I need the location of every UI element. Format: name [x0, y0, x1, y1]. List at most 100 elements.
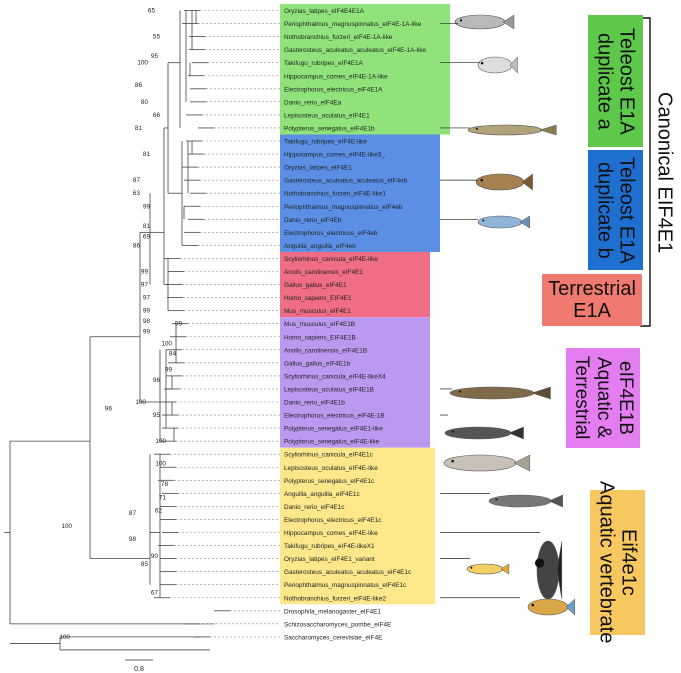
support-value: 71	[159, 494, 167, 501]
seahorse-icon	[535, 540, 563, 600]
support-value: 67	[151, 590, 159, 597]
support-value: 55	[153, 34, 161, 41]
support-value: 86	[135, 82, 143, 89]
taxon-label: Danio_rerio_eIF4Ea	[284, 99, 342, 106]
taxon-label: Schizosaccharomyces_pombe_eIF4E	[284, 621, 391, 628]
catshark-icon	[443, 454, 531, 472]
clade-box-b	[280, 134, 440, 252]
canonical-bracket	[640, 17, 651, 327]
label-eif4e1b: eIF4E1B Aquatic & Terrestrial	[566, 348, 640, 448]
support-value: 96	[105, 406, 113, 413]
taxon-label: Anolis_carolinensis_eIF4E1B	[284, 347, 367, 354]
taxon-label: Takifugu_rubripes_eIF4E1A	[284, 60, 364, 67]
taxon-label: Oryzias_latipes_eIF4E1_variant	[284, 556, 375, 563]
taxon-label: Hippocampus_comes_eIF4E-1A-like	[284, 73, 388, 80]
support-value: 87	[129, 510, 137, 517]
support-value: 95	[153, 412, 161, 419]
taxon-label: Gallus_gallus_eIF4E1b	[284, 360, 351, 367]
taxon-label: Danio_rerio_eIF4E1c	[284, 504, 345, 511]
taxon-label: Gasterosteus_aculeatus_aculeatus_eIF4eb	[284, 178, 408, 185]
support-value: 99	[175, 321, 183, 328]
taxon-label: Gallus_gallus_eIF4E1	[284, 282, 347, 289]
taxon-labels: Oryzias_latipes_eIF4E4E1A Periophthalmus_…	[284, 8, 427, 641]
taxon-label: Nothobranchius_furzeri_eIF4E-like2	[284, 595, 386, 602]
taxon-label: Periophthalmus_magnuspinnatus_eIF4E-1A-l…	[284, 21, 422, 28]
support-value: 100	[135, 399, 146, 406]
scale-bar-label: 0.8	[134, 666, 144, 673]
support-value: 99	[143, 329, 151, 336]
clade-box-1c	[280, 447, 435, 605]
taxon-label: Takifugu_rubripes_eIF4E-like	[284, 139, 367, 146]
support-value: 100	[59, 634, 70, 641]
support-value: 100	[161, 340, 172, 347]
taxon-label: Nothobranchius_furzeri_eIF4E-like1	[284, 191, 386, 198]
taxon-label: Mus_musculus_eIF4E1	[284, 308, 351, 315]
tree-branches	[4, 10, 230, 651]
leader-lines	[170, 10, 280, 638]
taxon-label: Electrophorus_electricus_eIF4E1c	[284, 517, 382, 524]
killifish-icon	[527, 598, 576, 616]
clade-box-t	[280, 251, 430, 318]
support-value: 99	[141, 269, 149, 276]
support-value: 78	[161, 481, 169, 488]
support-value: 65	[148, 8, 156, 15]
support-value: 63	[133, 190, 141, 197]
taxon-label: Polypterus_senegalus_eIF4E1c	[284, 478, 375, 485]
clade-highlight-boxes	[280, 4, 450, 605]
support-value: 99	[165, 366, 173, 373]
taxon-label: Takifugu_rubripes_eIF4E-likeX1	[284, 543, 375, 550]
support-value: 81	[143, 223, 151, 230]
taxon-label: Oryzias_latipes_eIF4E4E1A	[284, 8, 365, 15]
support-value: 90	[151, 553, 159, 560]
support-value: 87	[133, 177, 141, 184]
support-values: 6555951008680668181876399816986999797999…	[59, 8, 182, 641]
stickleback-icon	[475, 173, 533, 191]
taxon-label: Scyliorhinus_canicula_eIF4E1c	[284, 452, 374, 459]
taxon-label: Gasterosteus_aculeatus_aculeatus_eIF4E-1…	[284, 47, 427, 54]
taxon-label: Anguilla_anguilla_eIF4E1c	[284, 491, 360, 498]
clade-box-a	[280, 4, 450, 135]
taxon-label: Hippocampus_comes_eIF4E-like	[284, 530, 378, 537]
fish-illustrations	[440, 14, 576, 616]
label-eif4e1c: Eif4e1c Aquatic vertebrate	[590, 481, 645, 644]
support-value: 98	[129, 536, 137, 543]
pufferfish-icon	[477, 56, 518, 74]
label-terrestrial: Terrestrial E1A	[542, 274, 642, 326]
support-value: 86	[133, 242, 141, 249]
taxon-label: Lepisosteus_oculatus_eIF4E1B	[284, 386, 374, 393]
support-value: 100	[155, 438, 166, 445]
support-value: 97	[143, 295, 151, 302]
support-value: 69	[143, 233, 151, 240]
taxon-label: Nothobranchius_furzeri_eIF4E-1A-like	[284, 34, 393, 41]
medaka-icon	[466, 563, 510, 575]
label-canonical-eif4e1: Canonical EIF4E1	[653, 92, 676, 254]
taxon-label: Danio_rerio_eIF4E1b	[284, 400, 345, 407]
taxon-label: Saccharomyces_cerevisiae_eIF4E	[284, 634, 382, 641]
taxon-label: Danio_rerio_eIF4Eb	[284, 217, 342, 224]
taxon-label: Polypterus_senegalus_eIF4E1-like	[284, 426, 383, 433]
taxon-label: Homo_sapiens_EIF4E1	[284, 295, 352, 302]
taxon-label: Periophthalmus_magnuspinnatus_eIF4E1c	[284, 582, 407, 589]
mudskipper-icon	[454, 14, 515, 30]
support-value: 85	[141, 561, 149, 568]
label-teleost-b: Teleost E1A duplicate b	[588, 150, 643, 270]
taxon-label: Polypterus_senegalus_eIF4E1b	[284, 125, 375, 132]
support-value: 84	[169, 351, 177, 358]
taxon-label: Drosophila_melanogaster_eIF4E1	[284, 608, 381, 615]
taxon-label: Lepisosteus_oculatus_eIF4E1	[284, 112, 370, 119]
label-teleost-a: Teleost E1A duplicate a	[588, 15, 643, 147]
taxon-label: Electrophorus_electricus_eIF4eb	[284, 230, 378, 237]
taxon-label: Electrophorus_electricus_eIF4E-1B	[284, 413, 385, 420]
support-value: 97	[141, 282, 149, 289]
support-value: 99	[143, 203, 151, 210]
support-value: 96	[153, 377, 161, 384]
support-value: 100	[155, 460, 166, 467]
support-value: 66	[153, 112, 161, 119]
support-value: 99	[143, 308, 151, 315]
electric-eel-icon	[444, 426, 524, 440]
support-value: 100	[137, 60, 148, 67]
support-value: 81	[143, 151, 151, 158]
taxon-label: Gasterosteus_aculeatus_aculeatus_eIF4E1c	[284, 569, 412, 576]
taxon-label: Polypterus_senegalus_eIF4E-like	[284, 439, 380, 446]
gar-icon	[449, 386, 551, 400]
